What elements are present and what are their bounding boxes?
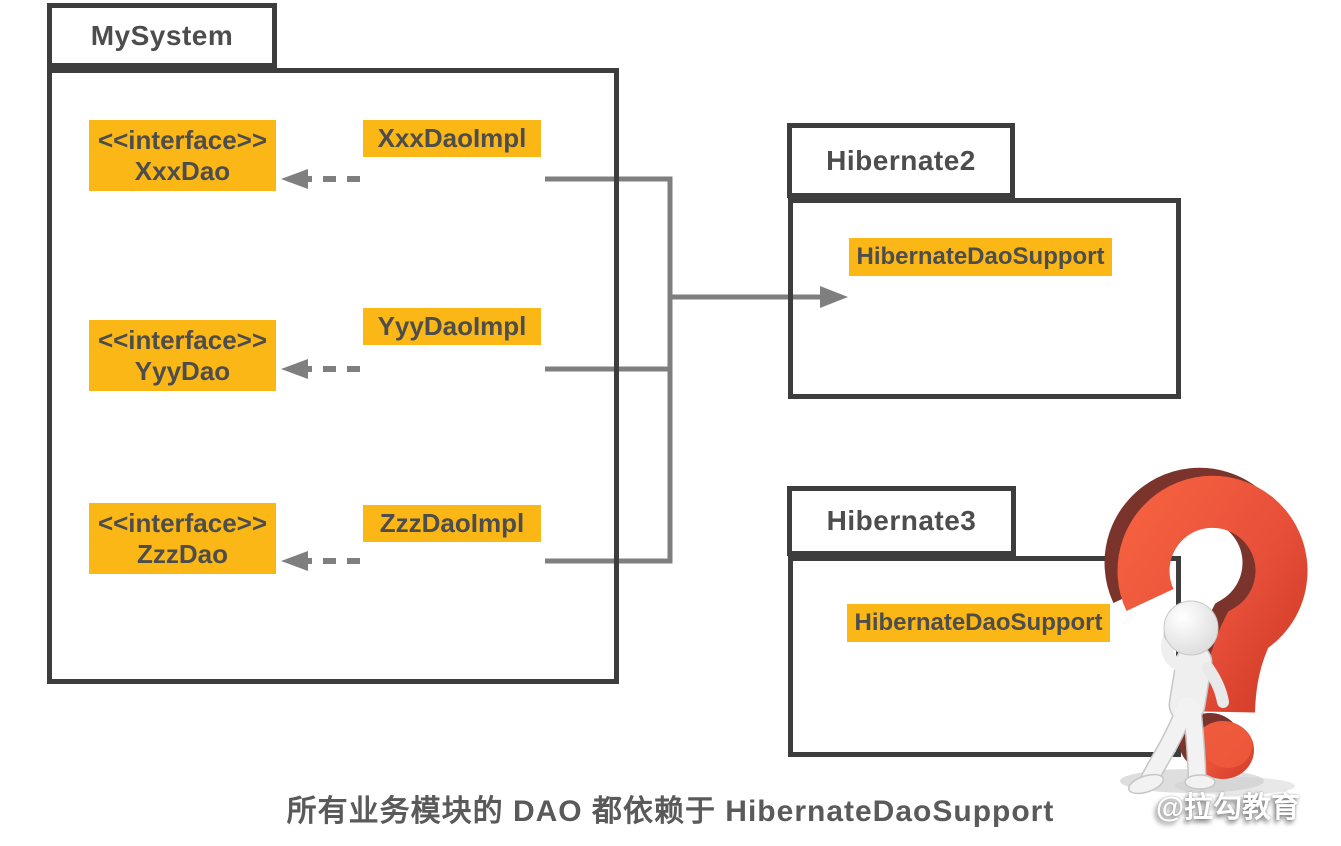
interface-name: ZzzDao <box>137 538 228 569</box>
package-tab-hibernate2: Hibernate2 <box>787 123 1015 198</box>
package-title-hibernate3: Hibernate3 <box>826 505 977 536</box>
package-body-hibernate2 <box>788 198 1181 399</box>
impl-box-zzzdaoimpl: ZzzDaoImpl <box>363 505 541 542</box>
interface-name: XxxDao <box>134 155 231 186</box>
interface-box-xxxdao: <<interface>> XxxDao <box>89 120 276 191</box>
dependency-arrow-hibernate2 <box>670 286 848 308</box>
dashed-arrow-zzz <box>281 551 360 571</box>
package-tab-mysystem: MySystem <box>47 3 277 68</box>
package-body-mysystem <box>47 68 619 684</box>
package-tab-hibernate3: Hibernate3 <box>787 486 1016 556</box>
interface-name: YyyDao <box>134 355 231 386</box>
interface-box-zzzdao: <<interface>> ZzzDao <box>89 503 276 574</box>
caption-text: 所有业务模块的 DAO 都依赖于 HibernateDaoSupport <box>286 795 1055 828</box>
package-title-mysystem: MySystem <box>90 19 234 51</box>
watermark-text: @拉勾教育 <box>1155 792 1301 824</box>
question-mark-front <box>1117 475 1308 779</box>
impl-box-xxxdaoimpl: XxxDaoImpl <box>363 120 541 157</box>
thinking-person <box>1127 600 1229 795</box>
interface-stereotype: <<interface>> <box>97 124 268 155</box>
class-box-hibernatedaosupport-3: HibernateDaoSupport <box>847 604 1110 642</box>
package-title-hibernate2: Hibernate2 <box>826 144 976 176</box>
dashed-arrow-xxx <box>281 169 360 189</box>
dashed-arrow-yyy <box>281 359 360 379</box>
interface-box-yyydao: <<interface>> YyyDao <box>89 320 276 391</box>
class-box-hibernatedaosupport-2: HibernateDaoSupport <box>849 238 1112 276</box>
interface-stereotype: <<interface>> <box>97 507 268 538</box>
question-mark-illustration <box>1104 467 1308 795</box>
interface-stereotype: <<interface>> <box>97 324 268 355</box>
impl-box-yyydaoimpl: YyyDaoImpl <box>363 308 541 345</box>
